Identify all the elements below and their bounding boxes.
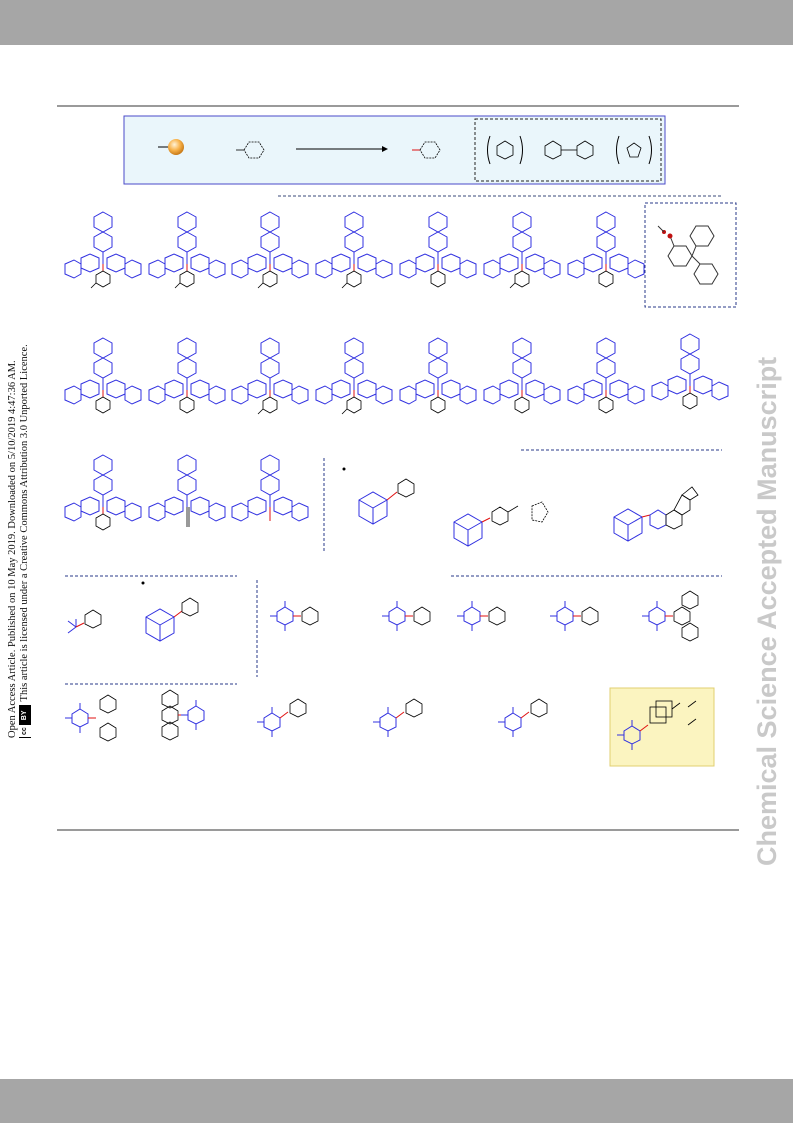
top-rule	[57, 105, 739, 107]
molecule-structure-icon	[456, 600, 506, 632]
crystal-structure-box	[644, 202, 737, 308]
molecule-structure-icon	[64, 211, 142, 289]
molecule-structure-icon	[567, 337, 645, 414]
molecule-structure-icon	[657, 225, 719, 285]
molecule-structure-icon	[483, 211, 561, 289]
molecule-structure-icon	[613, 486, 699, 542]
molecule-structure-icon	[549, 600, 599, 632]
aryl-product-icon	[412, 141, 441, 159]
molecule-structure-icon	[616, 135, 652, 165]
molecule-structure-icon	[372, 698, 423, 738]
molecule-structure-icon	[145, 597, 199, 642]
molecule-structure-icon	[64, 337, 142, 414]
molecule-structure-icon	[399, 337, 477, 414]
molecule-structure-icon	[399, 211, 477, 288]
molecule-structure-icon	[64, 694, 117, 742]
molecule-structure-icon	[651, 333, 729, 410]
molecule-structure-icon	[64, 454, 142, 531]
molecule-structure-icon	[231, 211, 309, 289]
molecule-structure-icon	[616, 700, 697, 751]
molecule-structure-icon	[567, 211, 645, 288]
molecule-structure-icon	[256, 698, 307, 738]
molecule-structure-icon	[497, 698, 548, 738]
molecule-structure-icon	[161, 689, 205, 741]
highlight-box	[609, 687, 715, 767]
molecule-structure-icon	[381, 600, 431, 632]
molecule-structure-icon	[483, 337, 561, 414]
molecule-structure-icon	[269, 600, 319, 632]
molecule-structure-icon	[148, 211, 226, 289]
molecule-structure-icon	[231, 454, 309, 522]
molecule-structure-icon	[453, 501, 549, 547]
top-gray-band	[0, 0, 793, 45]
molecule-structure-icon	[148, 337, 226, 414]
bottom-gray-band	[0, 1079, 793, 1123]
aryl-substrate-icon	[236, 141, 265, 159]
molecule-structure-icon	[231, 337, 309, 415]
molecule-structure-icon	[67, 609, 102, 634]
scheme-header-box	[123, 115, 666, 185]
molecule-structure-icon	[641, 590, 699, 642]
molecule-structure-icon	[358, 478, 415, 525]
orange-sphere-icon	[168, 139, 184, 155]
arene-scope-box	[474, 118, 662, 182]
molecule-structure-icon	[148, 454, 226, 527]
molecule-structure-icon	[315, 337, 393, 415]
molecule-structure-icon	[315, 211, 393, 289]
bottom-rule	[57, 829, 739, 831]
molecule-structure-icon	[487, 135, 523, 165]
